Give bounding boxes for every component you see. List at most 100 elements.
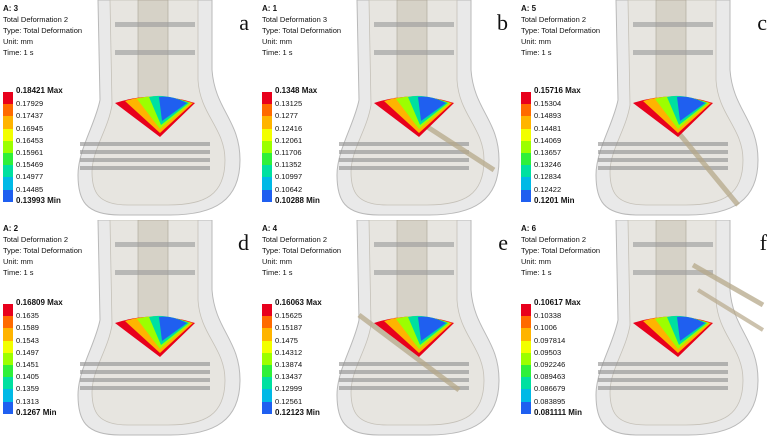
legend-swatch [521, 304, 531, 317]
distal-screw-4 [339, 166, 469, 170]
legend-level: 0.16453 [16, 135, 44, 145]
header-unit: Unit: mm [3, 257, 33, 266]
distal-screw-3 [80, 158, 210, 162]
panel-letter: b [497, 10, 508, 35]
legend-swatch [521, 152, 531, 166]
header-title: Total Deformation 2 [521, 15, 587, 24]
legend-swatch [521, 177, 531, 190]
legend-swatch [262, 165, 272, 178]
legend-swatch [3, 389, 13, 402]
legend-swatch [521, 165, 531, 178]
header-title: Total Deformation 2 [521, 235, 587, 244]
header-analysis: A: 5 [521, 4, 537, 13]
legend-swatch [262, 304, 272, 317]
legend-level: 0.1405 [16, 372, 39, 382]
header-type: Type: Total Deformation [3, 26, 83, 35]
femur-model [336, 220, 500, 436]
legend-level: 0.13657 [534, 147, 562, 157]
legend-min: 0.1267 Min [16, 407, 57, 417]
legend-level: 0.12834 [534, 172, 562, 182]
distal-screw-3 [339, 158, 469, 162]
legend-level: 0.13874 [275, 359, 303, 369]
legend-swatch [521, 189, 531, 202]
legend-level: 0.15469 [16, 160, 44, 170]
legend-max: 0.16809 Max [16, 298, 63, 307]
panel-letter: e [498, 230, 508, 255]
legend-swatch [262, 389, 272, 402]
deformation-contour [374, 315, 454, 357]
legend-swatch [262, 128, 272, 141]
legend-max: 0.1348 Max [275, 86, 318, 95]
header-title: Total Deformation 3 [262, 15, 328, 24]
legend-level: 0.14312 [275, 347, 303, 357]
legend-level: 0.13246 [534, 160, 562, 170]
legend-level: 0.1451 [16, 359, 39, 369]
header-time: Time: 1 s [521, 48, 552, 57]
legend-swatch [3, 140, 13, 153]
distal-screw-2 [80, 370, 210, 374]
legend-swatch [262, 104, 272, 117]
distal-screw-1 [339, 362, 469, 366]
legend-level: 0.14977 [16, 172, 44, 182]
shaft-screw-2 [115, 270, 195, 275]
legend-swatch [521, 316, 531, 329]
legend-swatch [3, 340, 13, 353]
femur-model [595, 220, 765, 436]
shaft-screw-1 [633, 22, 713, 27]
distal-screw-4 [598, 166, 728, 170]
header-type: Type: Total Deformation [3, 246, 83, 255]
legend-swatch [262, 116, 272, 129]
panel-letter: d [238, 230, 249, 255]
legend-swatch [521, 352, 531, 365]
oblique-screw-2 [696, 288, 765, 332]
legend-level: 0.086679 [534, 384, 566, 394]
legend-level: 0.13437 [275, 372, 303, 382]
legend-level: 0.10642 [275, 184, 303, 194]
legend-level: 0.10338 [534, 311, 562, 321]
distal-screw-1 [339, 142, 469, 146]
distal-screw-2 [598, 150, 728, 154]
legend-level: 0.14485 [16, 184, 44, 194]
distal-screw-4 [598, 386, 728, 390]
header-type: Type: Total Deformation [521, 26, 601, 35]
legend-swatch [262, 340, 272, 353]
legend-min: 0.13993 Min [16, 195, 61, 205]
shaft-screw-1 [115, 22, 195, 27]
deformation-contour [115, 315, 195, 357]
legend-swatch [262, 364, 272, 378]
bone-render [595, 220, 765, 436]
legend-swatch [3, 328, 13, 341]
legend-swatch [3, 177, 13, 190]
legend-min: 0.081111 Min [534, 407, 583, 417]
distal-screw-1 [80, 142, 210, 146]
legend-level: 0.15961 [16, 147, 44, 157]
bone-render [595, 0, 759, 216]
legend-swatch [3, 352, 13, 365]
distal-screw-3 [339, 378, 469, 382]
shaft-screw-2 [374, 50, 454, 55]
legend-swatch [262, 316, 272, 329]
legend-swatch [521, 389, 531, 402]
deformation-contour [115, 95, 195, 137]
legend-swatch [262, 177, 272, 190]
legend-swatch [262, 352, 272, 365]
legend-level: 0.092246 [534, 359, 566, 369]
bone-render [336, 220, 500, 436]
legend-level: 0.14893 [534, 111, 562, 121]
distal-screw-4 [80, 386, 210, 390]
legend-swatch [3, 92, 13, 105]
legend-swatch [521, 140, 531, 153]
deformation-contour [374, 95, 454, 137]
legend-max: 0.18421 Max [16, 86, 63, 95]
legend-level: 0.083895 [534, 396, 566, 406]
legend-swatch [262, 377, 272, 390]
legend-swatch [262, 401, 272, 414]
header-time: Time: 1 s [3, 268, 34, 277]
legend-swatch [3, 165, 13, 178]
legend-swatch [521, 340, 531, 353]
legend-swatch [262, 328, 272, 341]
